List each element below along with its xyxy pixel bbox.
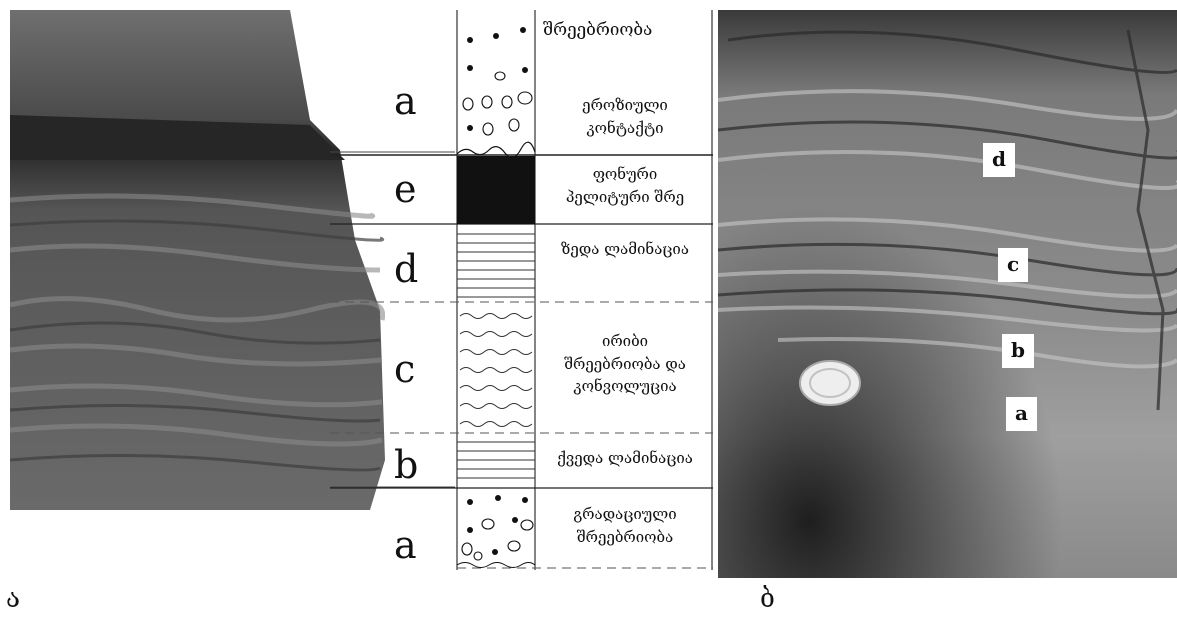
outcrop-photo [718,10,1177,578]
core-sample-photo [10,10,385,528]
unit-label-a-top: a [394,82,417,120]
caption-right: ბ [760,586,775,612]
photo-label-a: a [1006,397,1037,431]
photo-label-d: d [983,143,1015,177]
desc-background-pelite: ფონური პელიტური შრე [540,163,710,208]
caption-left: ა [6,586,20,612]
unit-label-d: d [394,250,418,288]
desc-cross-bedding: ირიბი შრეებრიობა და კონვოლუცია [540,330,710,398]
desc-lower-lamination: ქვედა ლამინაცია [540,447,710,470]
sedimentary-column [330,0,715,580]
photo-label-c: c [998,248,1028,282]
unit-label-b: b [394,446,418,484]
photo-label-b: b [1002,334,1034,368]
unit-label-a-bottom: a [394,526,417,564]
desc-graded-bedding: გრადაციული შრეებრიობა [540,503,710,548]
desc-upper-lamination: ზედა ლამინაცია [540,238,710,261]
unit-label-e: e [394,170,417,208]
unit-label-c: c [394,350,415,388]
desc-erosional-contact: ეროზიული კონტაქტი [540,94,710,139]
desc-bedding-top: შრეებრიობა [543,20,652,40]
